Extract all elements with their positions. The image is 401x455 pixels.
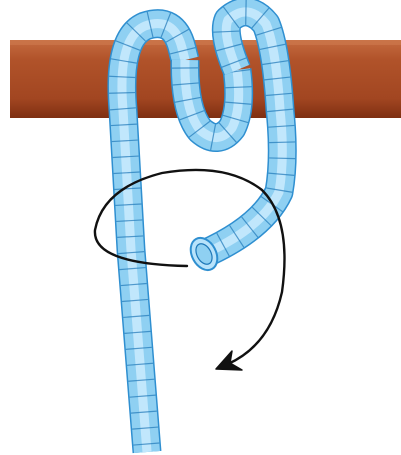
rope-segment-line: [109, 93, 135, 94]
arrow-head: [216, 351, 242, 370]
bar-body: [10, 40, 401, 118]
rope-segment-line: [269, 142, 295, 143]
rope-segment-line: [269, 158, 295, 159]
wooden-bar: [10, 40, 401, 118]
bar-top-edge: [10, 40, 401, 45]
